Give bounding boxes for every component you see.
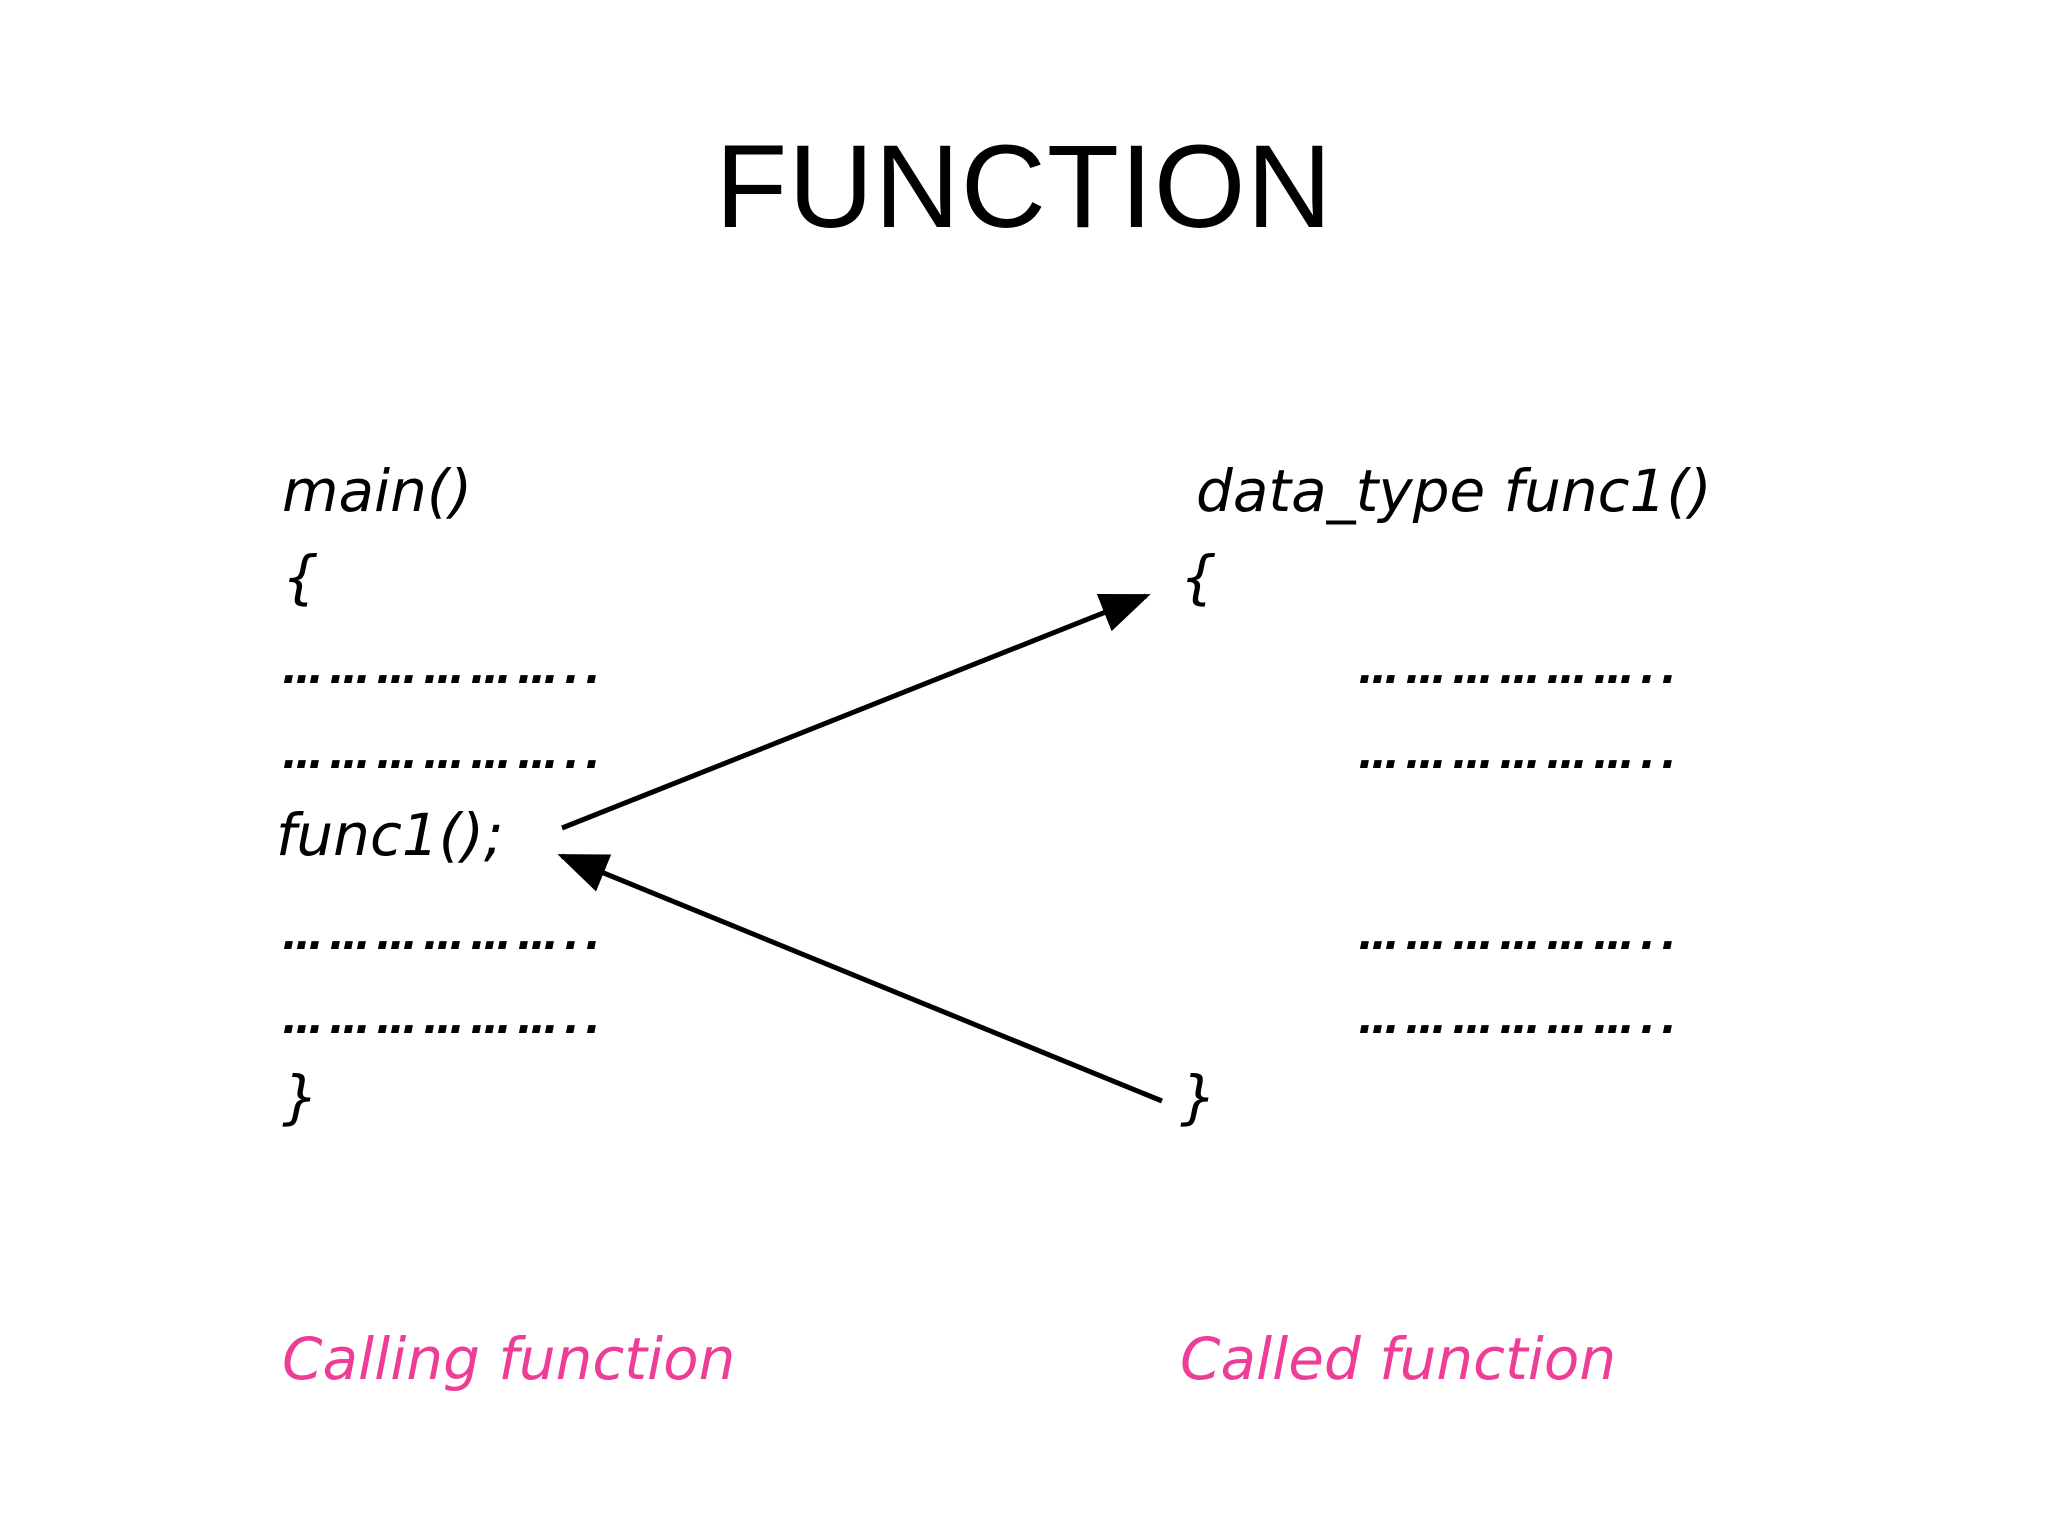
calling-dots-4: ……………….. — [282, 994, 606, 1043]
slide-title: FUNCTION — [715, 121, 1333, 253]
call-arrow — [561, 593, 1151, 831]
called-open-brace: { — [1180, 543, 1217, 611]
calling-dots-2: ……………….. — [282, 729, 606, 778]
calling-caption: Calling function — [282, 1325, 736, 1393]
calling-dots-1: ……………….. — [282, 644, 606, 693]
called-header: data_type func1() — [1196, 457, 1712, 525]
calling-header: main() — [282, 457, 473, 525]
called-dots-1: ……………….. — [1358, 644, 1682, 693]
calling-open-brace: { — [282, 543, 319, 611]
calling-call-statement: func1(); — [276, 801, 504, 869]
calling-close-brace: } — [282, 1063, 319, 1131]
called-dots-4: ……………….. — [1358, 994, 1682, 1043]
called-dots-3: ……………….. — [1358, 910, 1682, 959]
return-arrow — [557, 853, 1163, 1104]
called-close-brace: } — [1180, 1063, 1217, 1131]
called-caption: Called function — [1180, 1325, 1617, 1393]
calling-dots-3: ……………….. — [282, 910, 606, 959]
called-dots-2: ……………….. — [1358, 729, 1682, 778]
